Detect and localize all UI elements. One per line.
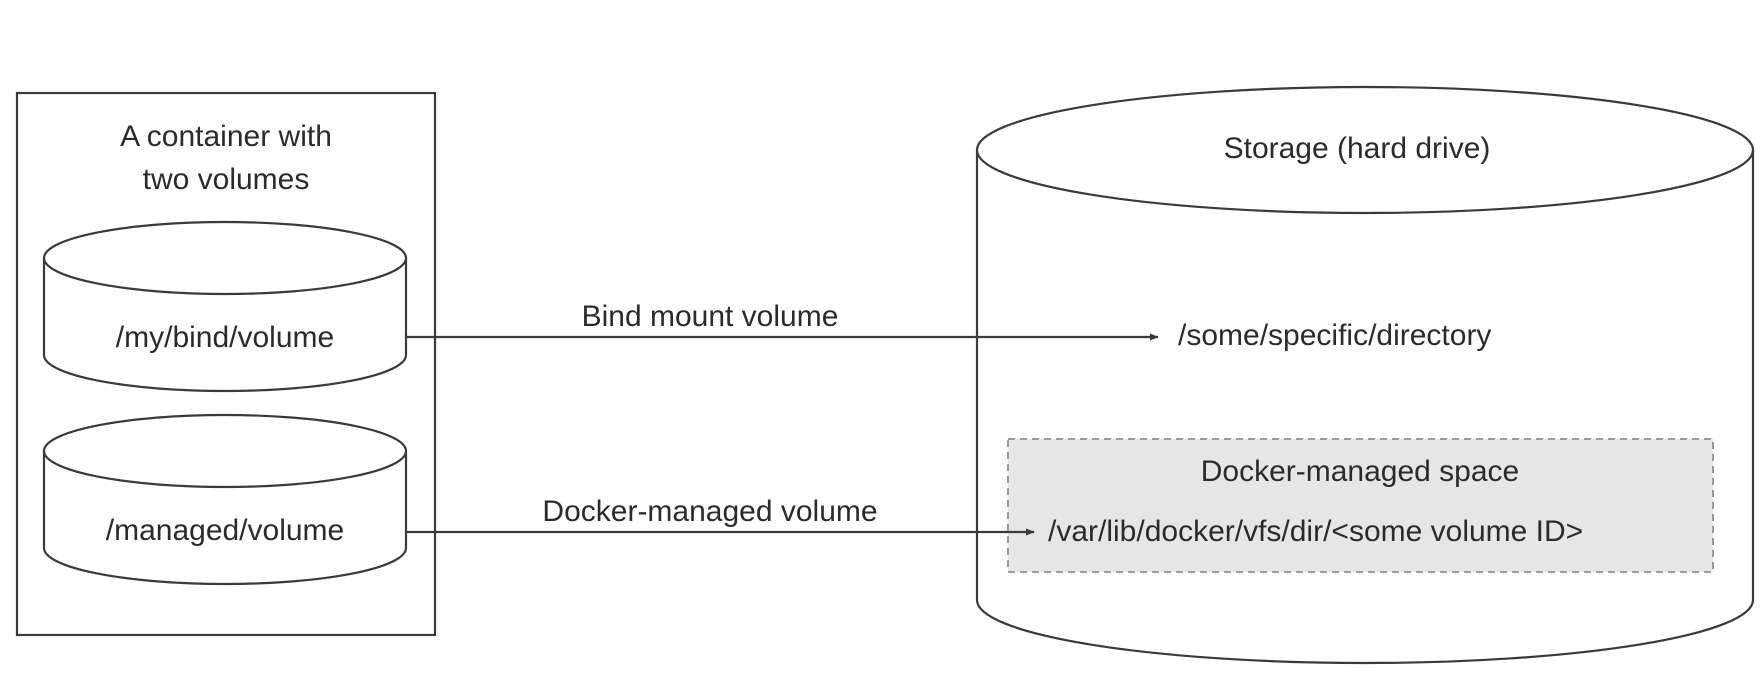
container-title-line2: two volumes — [143, 163, 310, 196]
bind-mount-arrow-label: Bind mount volume — [582, 300, 839, 333]
bind-volume-cylinder: /my/bind/volume — [42, 220, 408, 393]
bind-volume-label: /my/bind/volume — [116, 321, 334, 354]
storage-title: Storage (hard drive) — [1224, 132, 1491, 165]
managed-space-title: Docker-managed space — [1201, 455, 1520, 488]
bind-target-directory: /some/specific/directory — [1178, 319, 1491, 352]
storage-cylinder: Storage (hard drive) /some/specific/dire… — [975, 85, 1755, 665]
docker-managed-space: Docker-managed space /var/lib/docker/vfs… — [1007, 438, 1714, 573]
bind-mount-arrow: Bind mount volume — [406, 300, 1159, 341]
managed-space-path: /var/lib/docker/vfs/dir/<some volume ID> — [1048, 515, 1583, 548]
container-box: A container with two volumes — [15, 91, 437, 637]
managed-volume-label: /managed/volume — [106, 514, 344, 547]
managed-volume-arrow-label: Docker-managed volume — [542, 495, 877, 528]
managed-volume-cylinder: /managed/volume — [42, 413, 408, 586]
managed-volume-arrow: Docker-managed volume — [406, 495, 1035, 536]
container-title-line1: A container with — [120, 120, 332, 153]
